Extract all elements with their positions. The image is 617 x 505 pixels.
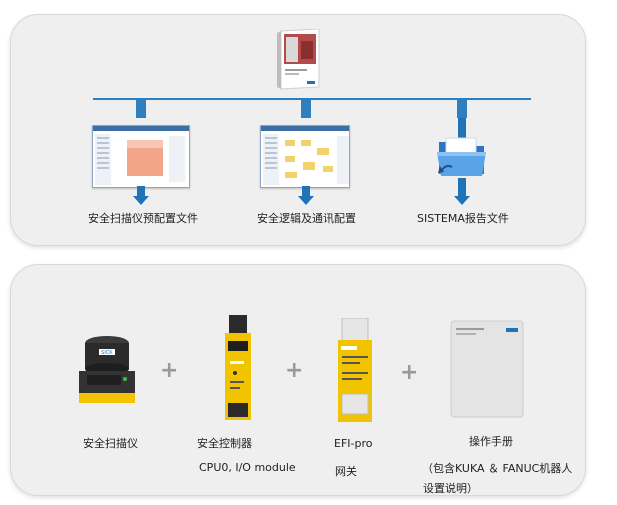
plus-sign-2: + [285, 358, 304, 383]
connector-left [136, 98, 146, 118]
connector-right [457, 98, 467, 118]
scanner-software-screenshot [92, 125, 190, 188]
label-sistema-report: SISTEMA报告文件 [417, 212, 509, 225]
label-safety-scanner: 安全扫描仪 [83, 437, 138, 450]
efi-pro-gateway-image [338, 317, 372, 422]
label-manual-note-line1: （包含KUKA ＆ FANUC机器人 [422, 462, 573, 475]
plus-sign-3: + [400, 360, 419, 385]
distribution-line [93, 98, 531, 100]
arrow-head-preconfig [133, 196, 149, 205]
arrow-head-logic [298, 196, 314, 205]
label-safety-controller: 安全控制器 [197, 437, 252, 450]
arrow-down-preconfig [137, 186, 145, 197]
arrow-head-sistema [454, 196, 470, 205]
label-preconfig-file: 安全扫描仪预配置文件 [88, 212, 198, 225]
label-manual-note-line2: 设置说明） [423, 482, 478, 495]
label-gateway: 网关 [335, 465, 357, 478]
arrow-down-sistema-upper [458, 118, 466, 140]
label-logic-config: 安全逻辑及通讯配置 [257, 212, 356, 225]
safety-controller-image [225, 315, 251, 420]
label-efi-pro: EFI-pro [334, 437, 373, 450]
arrow-down-logic [302, 186, 310, 197]
arrow-down-sistema [458, 178, 466, 197]
software-box-image [277, 28, 321, 91]
label-controller-modules: CPU0, I/O module [199, 461, 296, 474]
logic-software-screenshot [260, 125, 350, 188]
label-manual: 操作手册 [469, 435, 513, 448]
operation-manual-image [450, 320, 524, 418]
safety-scanner-image: SICK [77, 333, 137, 405]
svg-text:SICK: SICK [101, 350, 113, 356]
connector-mid [301, 98, 311, 118]
plus-sign-1: + [160, 358, 179, 383]
folder-icon [436, 136, 488, 178]
